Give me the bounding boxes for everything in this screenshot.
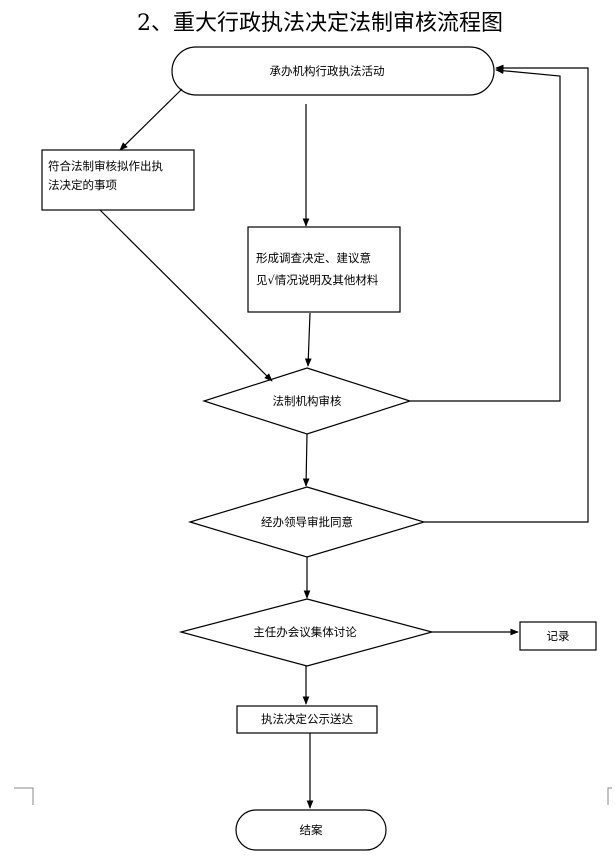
publish-node: 执法决定公示送达	[236, 705, 378, 734]
edge-review-to-approval	[302, 433, 310, 487]
record-box-shape	[519, 621, 597, 651]
start-node: 承办机构行政执法活动	[171, 46, 495, 96]
matters-node: 符合法制审核拟作出执 法决定的事项	[41, 149, 195, 211]
page-corner-mark-left	[14, 787, 34, 805]
materials-box-shape	[247, 226, 401, 313]
materials-node: 形成调查决定、建议意 见√情况说明及其他材料	[247, 226, 401, 313]
edge-matters-to-review	[99, 209, 273, 382]
publish-label: 执法决定公示送达	[261, 712, 353, 726]
matters-box-shape	[41, 149, 195, 211]
end-terminator-shape	[235, 809, 387, 851]
leader-approval-node: 经办领导审批同意	[187, 486, 427, 558]
materials-node-label-line2: 见√情况说明及其他材料	[256, 273, 379, 287]
collective-discussion-node: 主任办会议集体讨论	[178, 598, 435, 667]
matters-node-label-line1: 符合法制审核拟作出执	[48, 159, 163, 173]
page-title: 2、重大行政执法决定法制审核流程图	[137, 11, 503, 36]
legal-review-node: 法制机构审核	[202, 367, 412, 435]
start-node-label: 承办机构行政执法活动	[270, 64, 385, 78]
start-terminator-shape	[171, 46, 495, 96]
record-label: 记录	[547, 629, 570, 643]
materials-node-label-line1: 形成调查决定、建议意	[256, 251, 371, 265]
edge-review-feedback-loop	[410, 67, 561, 402]
record-node: 记录	[519, 621, 597, 651]
collective-discussion-label: 主任办会议集体讨论	[253, 625, 357, 639]
edge-approval-feedback-loop	[424, 64, 589, 523]
collective-discussion-diamond-shape	[178, 598, 435, 667]
edge-start-to-matters	[119, 88, 183, 151]
matters-node-label-line2: 法决定的事项	[48, 178, 117, 192]
page-corner-mark-right	[607, 787, 612, 805]
legal-review-label: 法制机构审核	[273, 394, 342, 408]
end-label: 结案	[300, 823, 323, 837]
leader-approval-label: 经办领导审批同意	[261, 515, 353, 529]
publish-box-shape	[236, 705, 378, 734]
edge-materials-to-review	[304, 312, 312, 367]
end-node: 结案	[235, 809, 387, 851]
